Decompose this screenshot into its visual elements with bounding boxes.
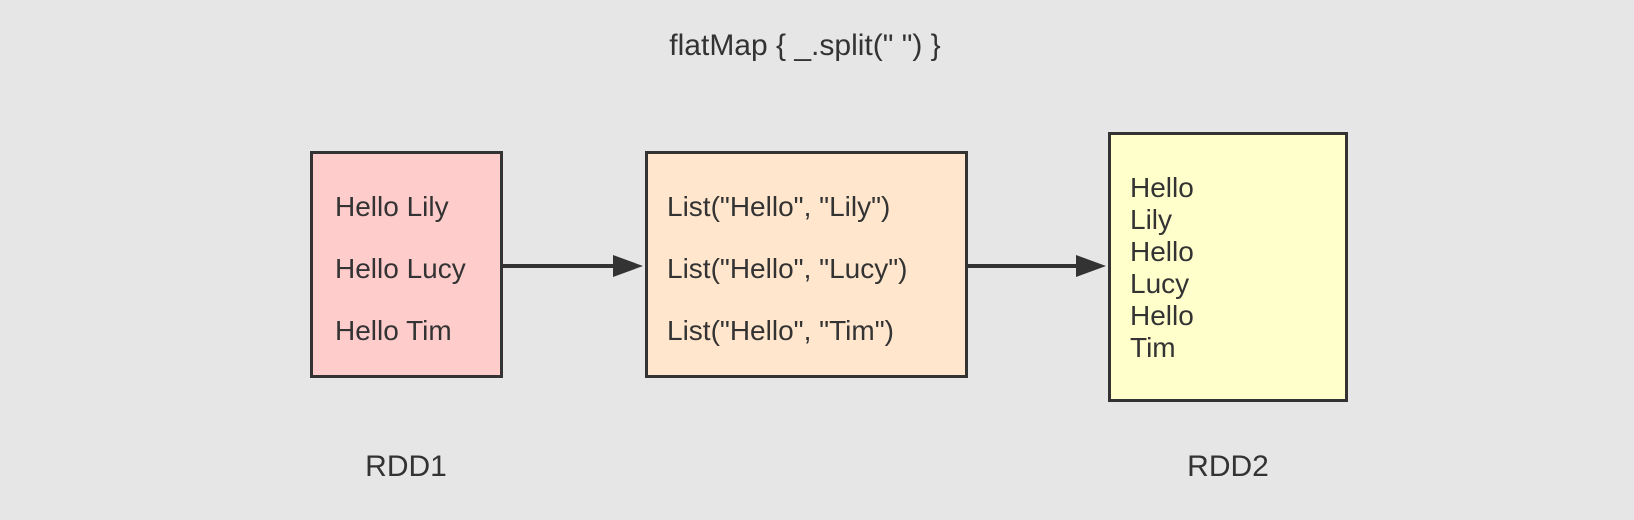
rdd1-line: Hello Lily bbox=[335, 191, 449, 222]
arrow-intermediate-to-rdd2 bbox=[966, 255, 1106, 277]
rdd2-line: Lucy bbox=[1130, 268, 1190, 299]
rdd2-line: Hello bbox=[1130, 172, 1194, 203]
rdd2-line: Lily bbox=[1130, 204, 1173, 235]
intermediate-box: List("Hello", "Lily") List("Hello", "Luc… bbox=[645, 151, 968, 378]
rdd2-box: Hello Lily Hello Lucy Hello Tim bbox=[1108, 132, 1348, 402]
rdd2-label: RDD2 bbox=[1187, 450, 1269, 483]
intermediate-line: List("Hello", "Tim") bbox=[667, 315, 894, 346]
intermediate-line: List("Hello", "Lily") bbox=[667, 191, 891, 222]
rdd2-line: Hello bbox=[1130, 236, 1194, 267]
arrow-rdd1-to-intermediate bbox=[503, 255, 643, 277]
intermediate-line: List("Hello", "Lucy") bbox=[667, 253, 908, 284]
rdd1-box: Hello Lily Hello Lucy Hello Tim bbox=[310, 151, 503, 378]
rdd1-line: Hello Lucy bbox=[335, 253, 466, 284]
rdd1-line: Hello Tim bbox=[335, 315, 452, 346]
rdd1-label: RDD1 bbox=[365, 450, 447, 483]
diagram-title: flatMap { _.split(" ") } bbox=[669, 29, 941, 62]
rdd2-line: Tim bbox=[1130, 332, 1176, 363]
rdd2-line: Hello bbox=[1130, 300, 1194, 331]
